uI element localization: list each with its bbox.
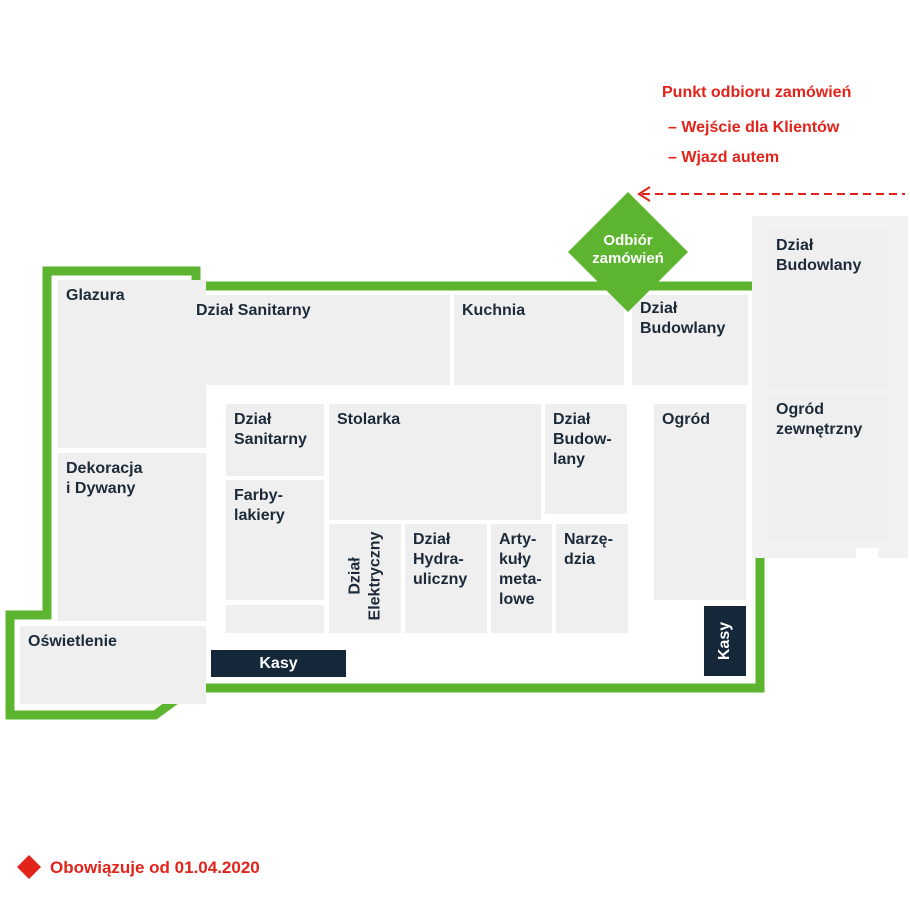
room-label: Budowlany <box>640 320 726 337</box>
legend-item-car-entry: – Wjazd autem <box>668 149 780 166</box>
room-ogrod: Ogród <box>654 404 746 600</box>
room-label: Kuchnia <box>462 302 526 319</box>
room-label: lakiery <box>234 507 285 524</box>
room-label: Dział <box>346 557 364 595</box>
room-label-vertical: Dział Elektryczny <box>346 522 386 631</box>
room-dekoracja: Dekoracja i Dywany <box>58 453 206 621</box>
room-label: Sanitarny <box>234 431 307 448</box>
room-label: Dekoracja <box>66 460 143 477</box>
room-label: meta- <box>499 571 542 588</box>
room-sanitarny-mid: Dział Sanitarny <box>226 404 324 476</box>
room-budowlany-main: Dział Budowlany <box>632 295 748 385</box>
room-stolarka: Stolarka <box>329 404 541 520</box>
room-label: Dział <box>553 411 591 428</box>
room-label: Farby- <box>234 487 283 504</box>
room-hydrauliczny: Dział Hydra- uliczny <box>405 524 487 633</box>
room-label: Oświetlenie <box>28 633 117 650</box>
pickup-label: Odbiór zamówień <box>572 232 684 268</box>
room-budowlany-mid: Dział Budow- lany <box>545 404 627 514</box>
room-ogrod-zewnetrzny: Ogród zewnętrzny <box>768 394 888 542</box>
room-narzedzia: Narzę- dzia <box>556 524 628 633</box>
room-label: Dział <box>776 237 814 254</box>
room-label: Dział Sanitarny <box>196 302 311 319</box>
room-label: Elektryczny <box>366 531 384 621</box>
pickup-arrow <box>637 186 905 202</box>
room-dzial-sanitarny-top: Dział Sanitarny <box>188 295 450 385</box>
room-oswietlenie: Oświetlenie <box>20 626 206 704</box>
room-glazura: Glazura <box>58 280 206 448</box>
room-farby-lakiery: Farby- lakiery <box>226 480 324 600</box>
room-label: zewnętrzny <box>776 421 863 438</box>
checkout-horizontal: Kasy <box>211 650 346 677</box>
room-elektryczny: Dział Elektryczny <box>329 524 401 633</box>
room-label: Dział <box>234 411 272 428</box>
room-label: Narzę- <box>564 531 613 548</box>
room-label: Stolarka <box>337 411 401 428</box>
validity-note: Obowiązuje od 01.04.2020 <box>50 858 260 877</box>
checkout-vertical-label: Kasy <box>716 621 733 661</box>
legend-title: Punkt odbioru zamówień <box>662 84 852 101</box>
room-label: kuły <box>499 551 532 568</box>
room-artykuly-metalowe: Arty- kuły meta- lowe <box>491 524 552 633</box>
room-label: Glazura <box>66 287 125 304</box>
room-label: Budowlany <box>776 257 862 274</box>
checkout-vertical: Kasy <box>704 606 746 676</box>
pickup-label-line: zamówień <box>592 250 664 267</box>
room-label: Hydra- <box>413 551 464 568</box>
room-label: lany <box>553 451 586 468</box>
room-label: dzia <box>564 551 596 568</box>
room-kuchnia: Kuchnia <box>454 295 624 385</box>
room-label: Budow- <box>553 431 612 448</box>
room-label: lowe <box>499 591 535 608</box>
room-label: Dział <box>640 300 678 317</box>
legend-item-entrance: – Wejście dla Klientów <box>668 119 840 136</box>
diamond-icon <box>17 855 41 879</box>
room-small-block <box>226 605 324 633</box>
room-label: Arty- <box>499 531 537 548</box>
pickup-diamond <box>568 192 688 312</box>
room-budowlany-extension: Dział Budowlany <box>768 230 888 390</box>
pickup-label-line: Odbiór <box>603 232 653 249</box>
room-label: Ogród <box>776 401 824 418</box>
room-label: i Dywany <box>66 480 136 497</box>
room-label: Dział <box>413 531 451 548</box>
room-label: Ogród <box>662 411 710 428</box>
room-label: uliczny <box>413 571 468 588</box>
